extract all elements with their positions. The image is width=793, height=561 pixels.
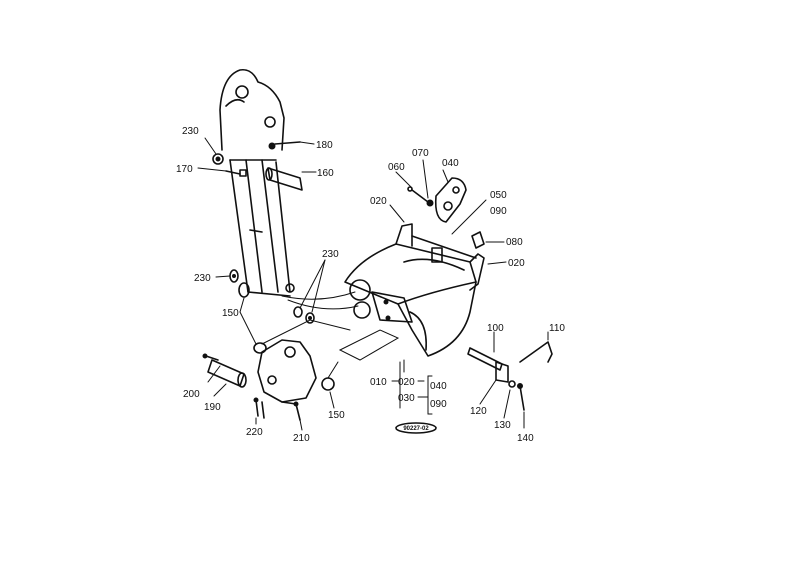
label-230-mid: 230 xyxy=(322,249,339,260)
label-200: 200 xyxy=(183,389,200,400)
part-080 xyxy=(471,231,485,249)
label-050: 050 xyxy=(490,190,507,201)
part-110 xyxy=(519,341,553,363)
o-ring-150-c xyxy=(321,377,335,391)
label-020-top: 020 xyxy=(370,196,387,207)
label-160: 160 xyxy=(317,168,334,179)
grease-fitting-220 xyxy=(253,397,265,419)
label-070: 070 xyxy=(412,148,429,159)
bucket-assembly xyxy=(344,223,485,357)
bolt-140 xyxy=(517,383,525,411)
label-230-top: 230 xyxy=(182,126,199,137)
label-190: 190 xyxy=(204,402,221,413)
label-150-left: 150 xyxy=(222,308,239,319)
label-090-top: 090 xyxy=(490,206,507,217)
bolt-200 xyxy=(202,353,219,361)
arm-assembly xyxy=(219,68,295,297)
washer-130 xyxy=(508,380,516,388)
pin-190 xyxy=(207,359,247,388)
label-020-right: 020 xyxy=(508,258,525,269)
label-030: 030 xyxy=(398,393,415,404)
label-090-bottom: 090 xyxy=(430,399,447,410)
bolt-060 xyxy=(407,186,429,203)
label-230-left: 230 xyxy=(194,273,211,284)
washer-230-mid xyxy=(293,306,315,324)
o-ring-150-b xyxy=(253,342,267,354)
washer-230-left xyxy=(229,269,239,283)
label-040-top: 040 xyxy=(442,158,459,169)
bolt-170 xyxy=(225,169,247,177)
nut-070 xyxy=(426,199,434,207)
label-130: 130 xyxy=(494,420,511,431)
clip-120 xyxy=(495,361,509,383)
part-labels: 230 180 170 160 060 070 040 020 050 090 … xyxy=(176,126,565,444)
reference-code: 90227-02 xyxy=(403,426,429,432)
o-ring-150-a xyxy=(238,282,250,298)
label-060: 060 xyxy=(388,162,405,173)
label-150-bottom: 150 xyxy=(328,410,345,421)
bolt-210 xyxy=(293,401,301,421)
label-220: 220 xyxy=(246,427,263,438)
label-180: 180 xyxy=(316,140,333,151)
pin-100 xyxy=(467,347,503,371)
leader-lines xyxy=(197,137,549,431)
label-100: 100 xyxy=(487,323,504,334)
label-020-bottom: 020 xyxy=(398,377,415,388)
label-110: 110 xyxy=(549,323,565,334)
label-010: 010 xyxy=(370,377,387,388)
washer-230-top xyxy=(212,153,224,165)
label-170: 170 xyxy=(176,164,193,175)
label-140: 140 xyxy=(517,433,534,444)
label-080: 080 xyxy=(506,237,523,248)
pin-160 xyxy=(265,167,303,191)
label-040-bottom: 040 xyxy=(430,381,447,392)
label-210: 210 xyxy=(293,433,310,444)
side-cutter-040 xyxy=(434,177,467,223)
label-120: 120 xyxy=(470,406,487,417)
grease-fitting-180 xyxy=(268,141,301,150)
link-assembly xyxy=(257,339,317,405)
reference-code-badge: 90227-02 xyxy=(395,422,437,434)
